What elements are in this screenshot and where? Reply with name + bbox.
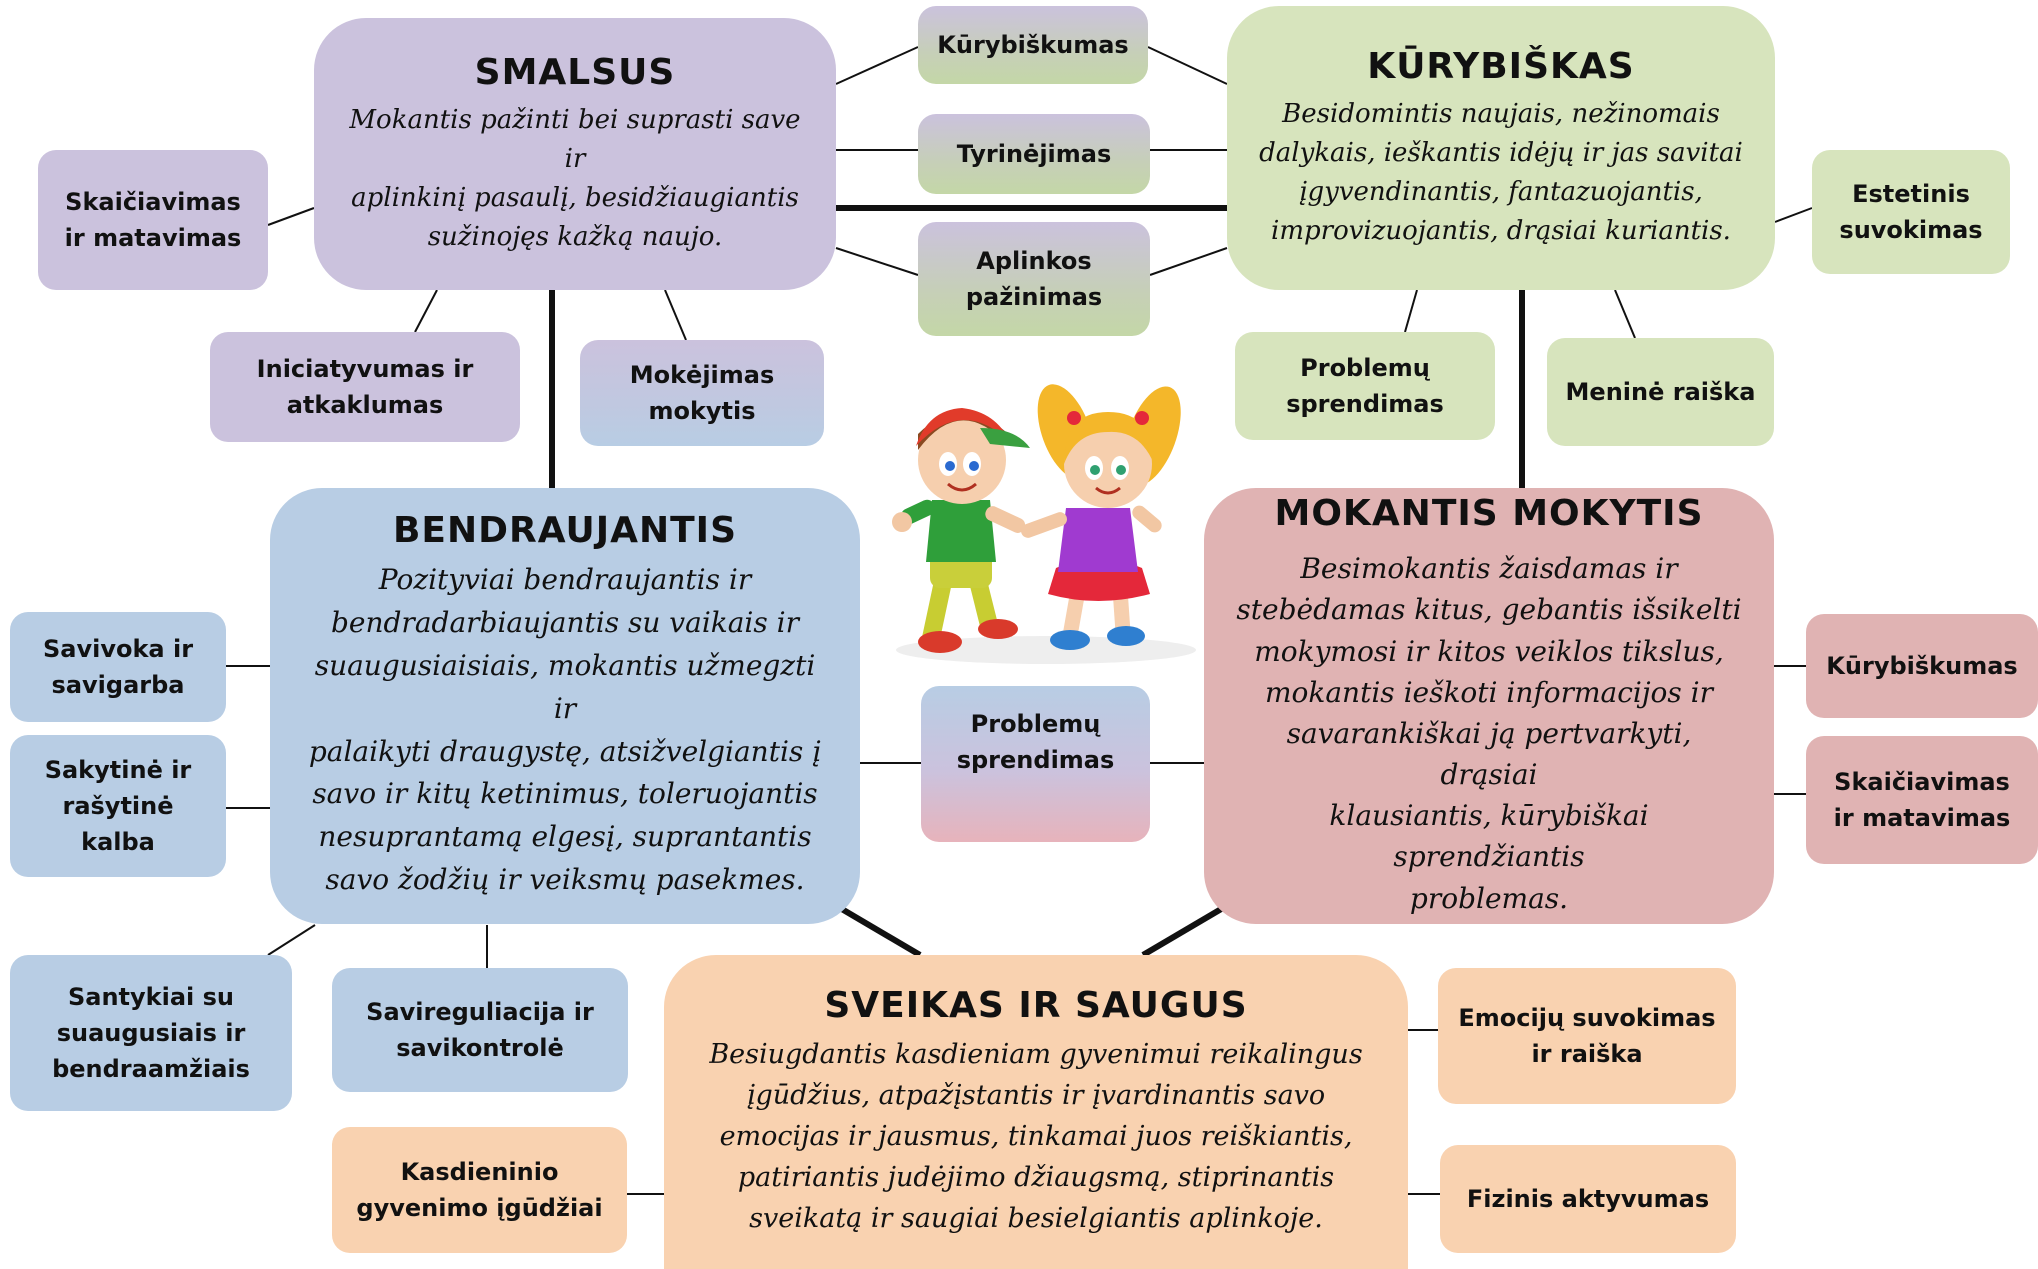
skill-kurybiskumas-top: Kūrybiškumas <box>918 6 1148 84</box>
smalsus-title: SMALSUS <box>474 51 676 93</box>
skill-tyrinejimas: Tyrinėjimas <box>918 114 1150 194</box>
connector-kurybiskumas-top-left <box>835 46 919 85</box>
connector-aplinkos-left <box>835 247 919 276</box>
smalsus-box: SMALSUS Mokantis pažinti bei suprasti sa… <box>314 18 836 290</box>
mokantis-mokytis-box: MOKANTIS MOKYTIS Besimokantis žaisdamas … <box>1204 488 1774 924</box>
bendraujantis-box: BENDRAUJANTIS Pozityviai bendraujantis i… <box>270 488 860 924</box>
connector-santykiai <box>267 924 316 956</box>
connector-problemu-green <box>1404 289 1418 333</box>
kurybiskas-title: KŪRYBIŠKAS <box>1367 45 1635 87</box>
connector-aplinkos-right <box>1149 247 1228 276</box>
connector-skaiciavimas-left <box>267 207 315 226</box>
connector-menine <box>1614 289 1636 339</box>
skill-menine-raiska: Meninė raiška <box>1547 338 1774 446</box>
sveikas-ir-saugus-description: Besiugdantis kasdieniam gyvenimui reikal… <box>709 1038 1363 1235</box>
children-illustration <box>892 384 1196 664</box>
connector-mokantis-sveikas <box>1141 902 1230 958</box>
connector-estetinis <box>1774 207 1813 223</box>
kurybiskas-box: KŪRYBIŠKAS Besidomintis naujais, nežinom… <box>1227 6 1775 290</box>
skill-fizinis-aktyvumas: Fizinis aktyvumas <box>1440 1145 1736 1253</box>
connector-bendraujantis-sveikas <box>833 902 922 958</box>
sveikas-ir-saugus-title: SVEIKAS IR SAUGUS <box>824 984 1248 1026</box>
boy-figure <box>892 408 1030 653</box>
connector-kurybiskumas-top-right <box>1147 46 1228 85</box>
bendraujantis-title: BENDRAUJANTIS <box>392 510 737 552</box>
mokantis-mokytis-title: MOKANTIS MOKYTIS <box>1274 493 1704 535</box>
skill-kurybiskumas-right: Kūrybiškumas <box>1806 614 2038 718</box>
girl-figure <box>1021 384 1181 650</box>
connector-mokejimas <box>664 289 687 341</box>
connector-iniciatyvumas <box>414 289 438 333</box>
sveikas-ir-saugus-box: SVEIKAS IR SAUGUS Besiugdantis kasdienia… <box>664 955 1408 1269</box>
